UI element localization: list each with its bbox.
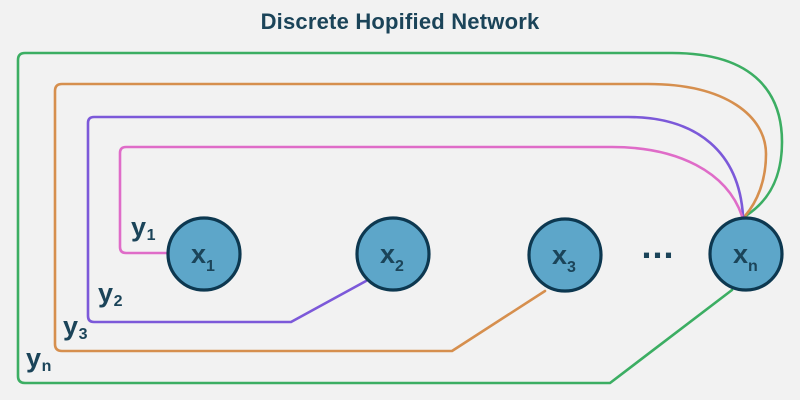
edge-y3-line <box>53 82 768 353</box>
node-xn-circle <box>708 216 784 292</box>
node-x2-base: x <box>380 239 395 269</box>
edge-label-y3-sub: 3 <box>78 326 88 344</box>
edge-label-y2-base: y <box>98 278 114 308</box>
node-x3-circle <box>527 217 603 293</box>
edge-label-y3-base: y <box>63 311 79 341</box>
node-xn-sub: n <box>748 258 758 275</box>
edge-label-yn-base: y <box>26 343 42 373</box>
node-xn-base: x <box>733 239 748 269</box>
edge-y2-line <box>86 115 745 324</box>
node-x1-base: x <box>191 239 206 269</box>
node-x1-label: x1 <box>191 239 215 275</box>
node-x3-label: x3 <box>552 240 576 276</box>
node-x2-sub: 2 <box>395 258 404 275</box>
node-x3-sub: 3 <box>567 259 576 276</box>
node-x1-sub: 1 <box>206 258 215 275</box>
edge-label-y3: y3 <box>63 311 88 344</box>
edge-label-y2-sub: 2 <box>113 293 123 311</box>
node-x3-base: x <box>552 240 567 270</box>
edge-label-y1-sub: 1 <box>146 227 156 245</box>
edge-label-yn: yn <box>26 343 52 376</box>
node-x2-label: x2 <box>380 239 404 275</box>
edge-yn-line <box>16 51 784 385</box>
edge-label-y1-base: y <box>131 212 147 242</box>
node-xn-label: xn <box>733 239 758 275</box>
edge-label-y1: y1 <box>131 212 156 245</box>
edge-y1-line <box>118 145 744 255</box>
node-x2-circle <box>355 216 431 292</box>
edge-label-y2: y2 <box>98 278 123 311</box>
edge-label-yn-sub: n <box>41 358 52 376</box>
node-x1-circle <box>166 216 242 292</box>
diagram-title: Discrete Hopified Network <box>260 9 540 34</box>
ellipsis-dots: ... <box>641 225 675 266</box>
